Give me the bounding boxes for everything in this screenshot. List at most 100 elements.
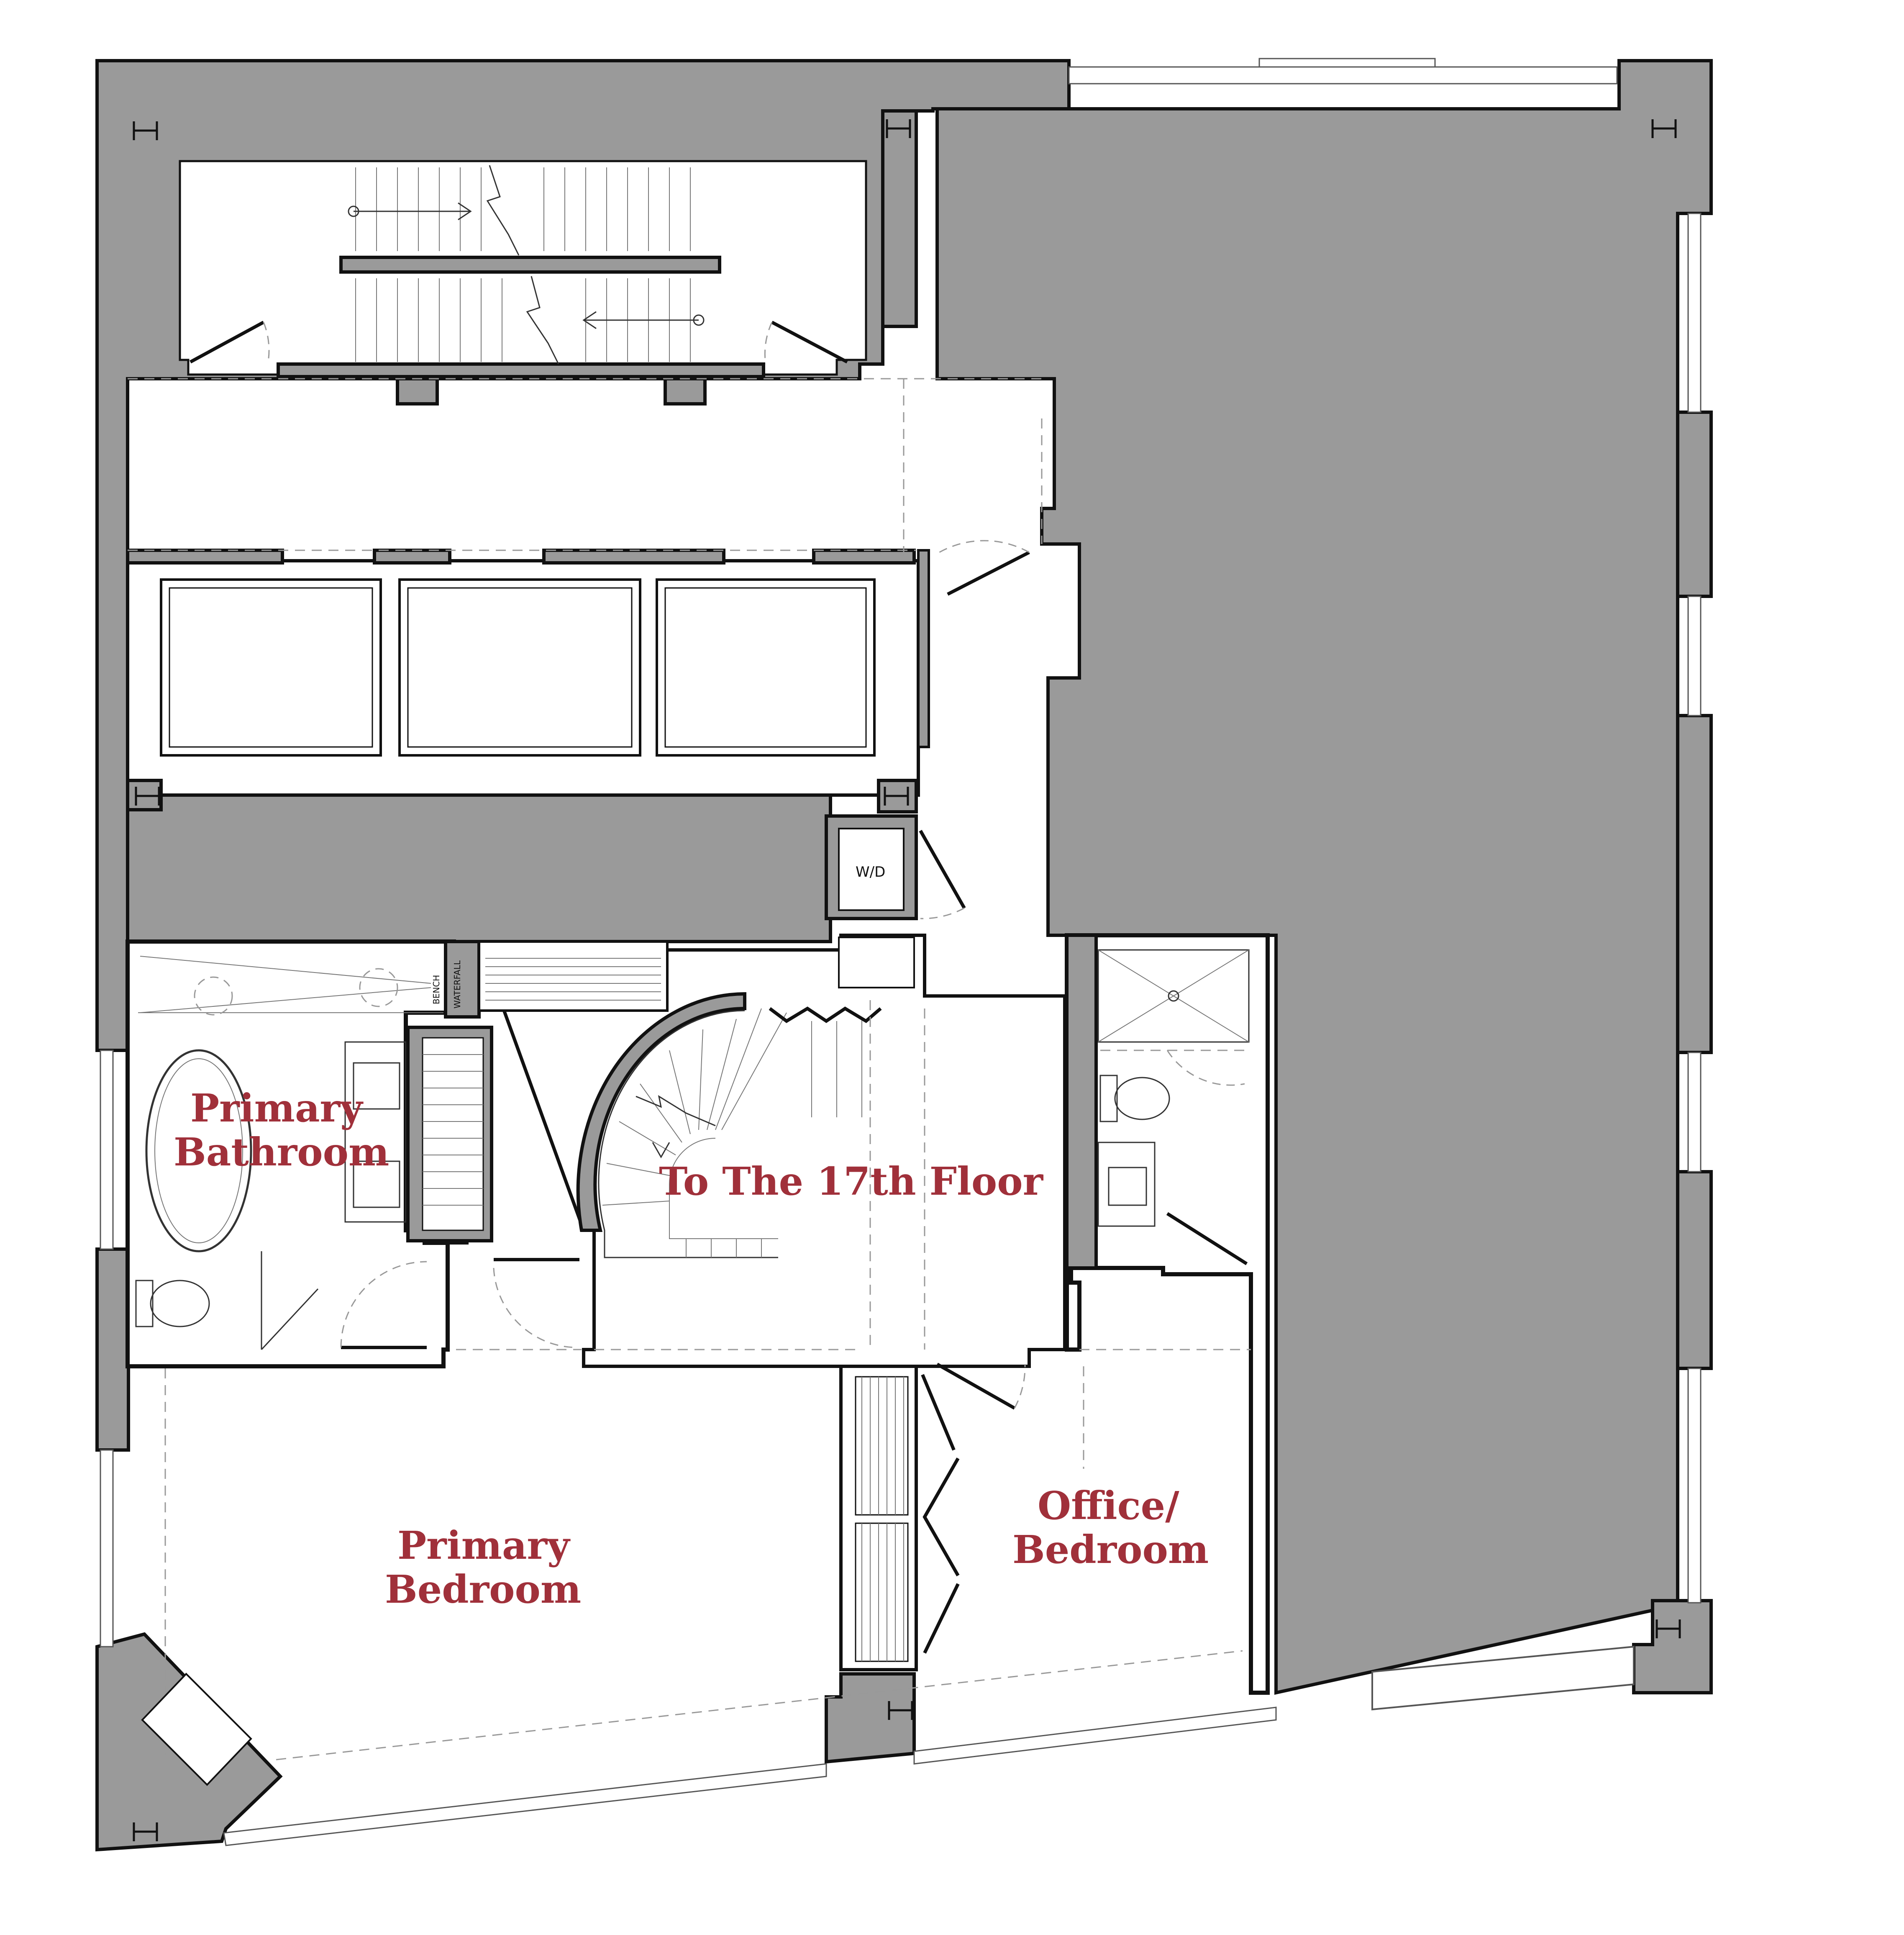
window-left-2 [100, 1449, 114, 1648]
washer-dryer-label: W/D [856, 864, 885, 880]
washer-dryer-box [838, 828, 905, 911]
stair-down-wall [478, 940, 669, 1012]
room-label-office-bedroom: Office/ Bedroom [1012, 1483, 1209, 1572]
corridor-wall-right [917, 549, 930, 748]
door-swing-icon [764, 322, 773, 364]
elevator-lintel-3 [542, 549, 725, 565]
stair-door-left [190, 321, 264, 364]
small-stair-box [838, 937, 915, 988]
room-label-primary-bedroom: Primary Bedroom [385, 1523, 583, 1612]
bathtub-inner [154, 1058, 243, 1243]
linen-shelves [423, 1054, 483, 1206]
window-right-4 [1687, 1368, 1702, 1604]
shower-icon [359, 968, 398, 1007]
vanity-counter [344, 1041, 407, 1223]
window-right-1 [1687, 213, 1702, 413]
closet-right [855, 1522, 909, 1662]
shower-icon [194, 976, 233, 1016]
wall-shaft [881, 109, 918, 328]
guest-bath-door [1166, 1212, 1248, 1265]
office-bedroom: Office/ Bedroom [1012, 1349, 1251, 1572]
spiral-treads [602, 1008, 862, 1257]
stair-break-line-2 [526, 276, 559, 364]
column-marker-icon [886, 119, 911, 138]
window-bottom-3 [1371, 1645, 1635, 1711]
shower-icon [1168, 990, 1179, 1002]
closet-shelves [861, 1377, 904, 1661]
column-marker-icon [1655, 1619, 1681, 1638]
pillar-1 [396, 377, 439, 405]
bifold-door-top [769, 1006, 882, 1023]
sink-icon [353, 1062, 400, 1110]
window-right-3 [1687, 1052, 1702, 1173]
closet-bifold-3 [923, 1583, 960, 1654]
window-top-sill [1258, 58, 1436, 68]
stair-arrow-icon [652, 1142, 670, 1159]
wall-column-bottom-middle [825, 1672, 916, 1764]
elevator-1 [160, 578, 382, 757]
stair-divider [339, 256, 721, 274]
sink-icon [353, 1160, 400, 1208]
wall-corner-bottom-right [1632, 1599, 1713, 1694]
stair-bottom-wall [277, 362, 765, 378]
linen-closet [422, 1037, 484, 1231]
bay-window [141, 1673, 252, 1786]
door-swing-icon [939, 540, 1030, 553]
door-swing-icon [920, 907, 965, 919]
door-swing-icon [263, 322, 270, 364]
window-bottom-1 [223, 1763, 827, 1846]
door-swing-icon [340, 1261, 427, 1348]
closet-bifold-2 [923, 1458, 960, 1576]
closet-left [855, 1376, 909, 1516]
elevator-lintel-4 [812, 549, 916, 565]
column-marker-icon [884, 787, 909, 806]
wall-right-mass [935, 59, 1713, 1695]
column-right-2 [1676, 714, 1713, 1054]
room-label-primary-bathroom: Primary Bathroom [174, 1086, 389, 1175]
column-right-3 [1676, 1170, 1713, 1370]
ceiling-lines [128, 378, 1048, 561]
column-markers [133, 119, 1681, 1841]
guest-vanity [1097, 1142, 1156, 1227]
column-marker-icon [1651, 119, 1677, 138]
room-label-stair: To The 17th Floor [659, 1159, 1044, 1204]
corridor-door [947, 551, 1030, 596]
guest-bath-wall [1065, 934, 1098, 1270]
spiral-stair-hall: To The 17th Floor [431, 934, 1066, 1368]
window-bottom-2 [913, 1707, 1277, 1765]
shower-wall [444, 940, 481, 1019]
primary-bedroom: Primary Bedroom [164, 1363, 1243, 1760]
window-left-1 [100, 1050, 114, 1250]
primary-bathroom: BENCH WATERFALL Primary Bathro [126, 939, 493, 1368]
laundry-door [919, 830, 966, 909]
elevator-2 [398, 578, 641, 757]
elevator-bank [126, 549, 920, 797]
waterfall-label: WATERFALL [452, 960, 462, 1009]
column-marker-icon [133, 1822, 158, 1841]
spiral-stair-inner [598, 1010, 778, 1258]
stair-break-line [486, 165, 520, 256]
elevator-lintel-1 [126, 549, 284, 565]
service-corridor: W/D [126, 540, 1030, 920]
column-right-1 [1676, 411, 1713, 598]
bathtub-icon [145, 1049, 252, 1252]
column-left-1 [95, 1247, 130, 1452]
bench-label: BENCH [431, 975, 441, 1004]
sink-icon [1108, 1167, 1147, 1206]
column-marker-icon [133, 121, 158, 140]
column-marker-center [877, 779, 918, 814]
door-swing-icon [493, 1268, 578, 1348]
elevator-3 [656, 578, 876, 757]
column-marker-icon [888, 1701, 913, 1720]
stair-arrow-icon [348, 202, 705, 329]
stair-down-treads [485, 958, 661, 1001]
column-marker-icon [135, 787, 160, 806]
wall-left-middle [126, 791, 832, 943]
elevator-lintel-2 [373, 549, 451, 565]
door-swing-icon [1014, 1364, 1026, 1409]
office-door [936, 1363, 1015, 1410]
toilet-icon [135, 1280, 210, 1327]
windows [100, 58, 1702, 1846]
door-swing-icon [1166, 1050, 1245, 1086]
